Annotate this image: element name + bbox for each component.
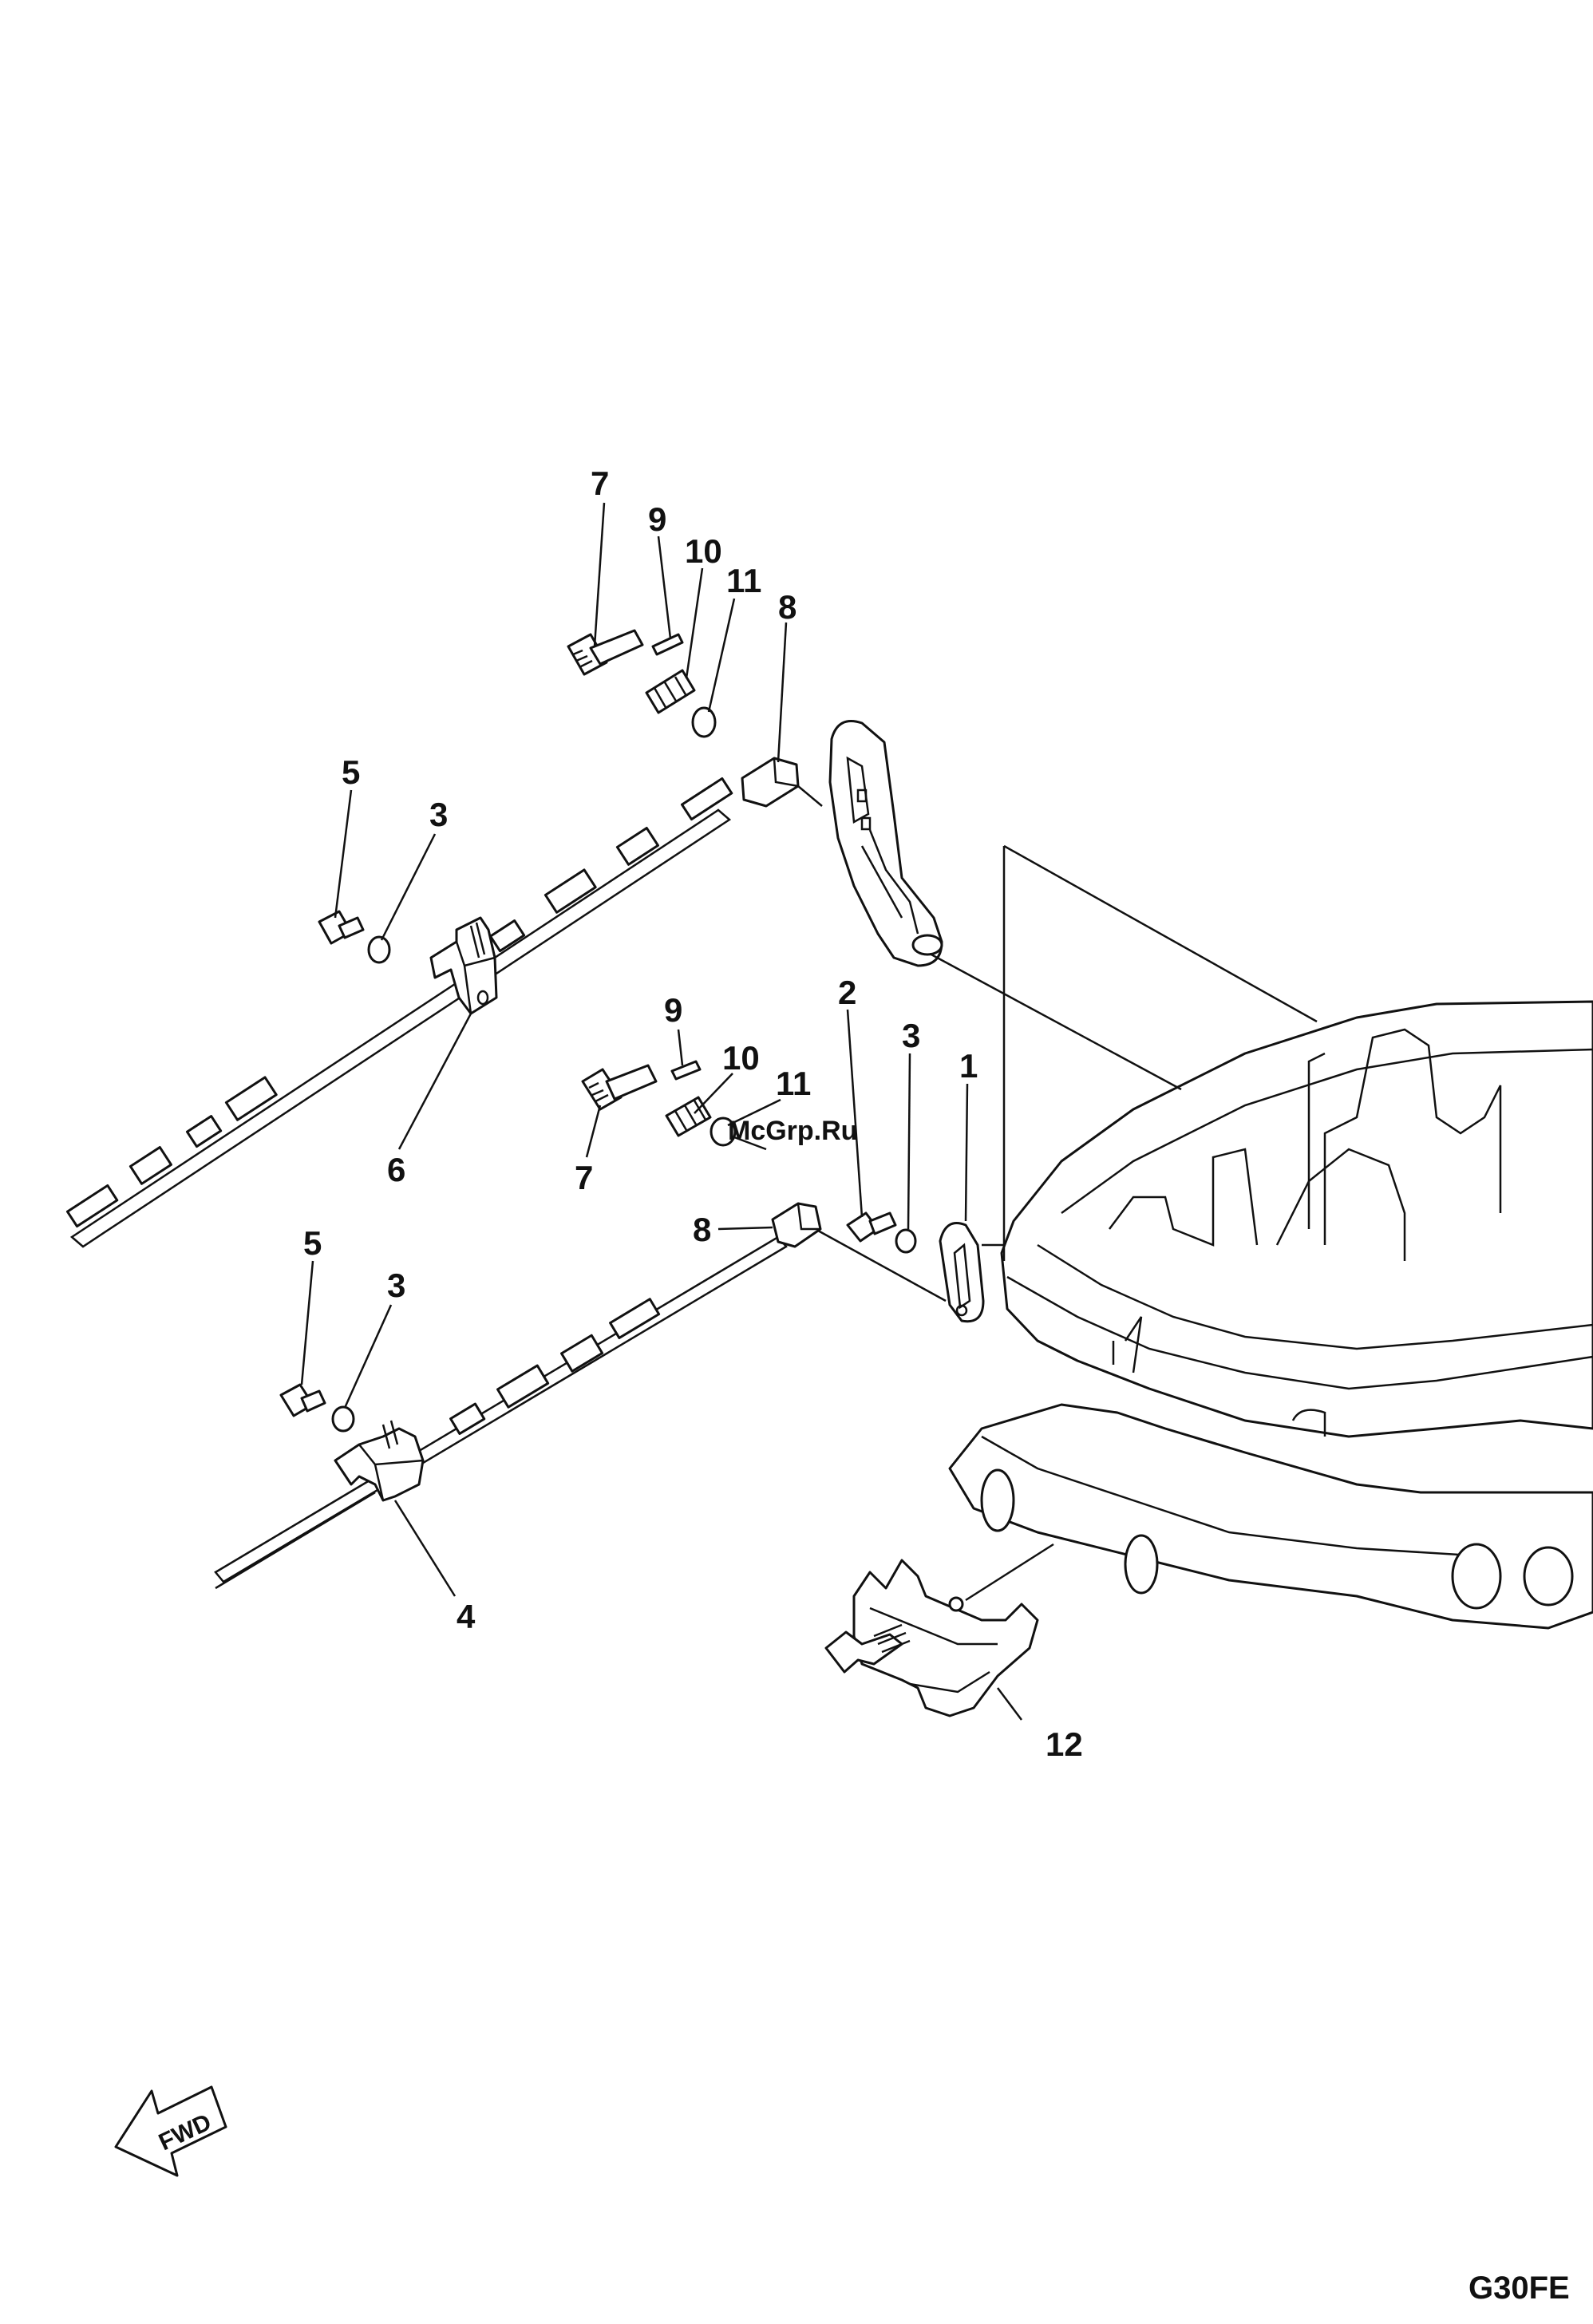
callout-4: 4 <box>457 1598 476 1635</box>
part-3-lower-washer <box>333 1407 354 1431</box>
callout-11-upper: 11 <box>726 562 761 599</box>
figure-code: G30FE <box>1468 2271 1570 2306</box>
part-11-upper-washer <box>693 708 715 737</box>
part-2-bolt <box>848 1213 895 1241</box>
part-8-lower-clevis <box>773 1204 820 1247</box>
callout-2: 2 <box>838 974 856 1011</box>
callout-10-lower: 10 <box>722 1039 760 1077</box>
part-3-mid-washer <box>896 1230 915 1252</box>
guide-line-lower <box>818 1231 946 1301</box>
part-12-clamp <box>826 1560 1038 1716</box>
fwd-arrow-icon: FWD <box>116 2087 226 2176</box>
callout-3-upper: 3 <box>429 796 448 833</box>
callout-5-lower: 5 <box>303 1224 322 1262</box>
part-3-upper-washer <box>369 937 389 962</box>
part-5-lower-bolt <box>281 1385 325 1416</box>
guide-line-diagonal <box>1004 846 1317 1022</box>
part-1-shift-link <box>940 1223 983 1322</box>
callout-7-lower: 7 <box>575 1159 593 1196</box>
callout-8-upper: 8 <box>778 588 796 626</box>
engine-cowling <box>1002 1002 1593 1437</box>
callout-9-lower: 9 <box>664 991 682 1029</box>
throttle-lever-bracket <box>830 721 942 966</box>
part-7-lower-bolt <box>583 1065 656 1109</box>
part-8-upper-clevis <box>742 758 822 806</box>
part-4-cable-bracket <box>335 1421 423 1500</box>
callout-8-lower: 8 <box>693 1211 711 1248</box>
callout-3-mid: 3 <box>902 1017 920 1054</box>
callout-7-upper: 7 <box>591 464 609 502</box>
callout-11-lower: 11 <box>776 1065 811 1102</box>
part-9-upper-pin <box>653 634 682 654</box>
callout-12: 12 <box>1046 1725 1083 1763</box>
callout-10-upper: 10 <box>685 532 722 570</box>
callout-1: 1 <box>959 1047 978 1085</box>
callout-5-upper: 5 <box>342 753 360 791</box>
part-9-lower-pin <box>672 1061 700 1079</box>
lower-mount-bracket <box>950 1405 1593 1628</box>
callout-9-upper: 9 <box>648 500 666 538</box>
callout-6: 6 <box>387 1151 405 1188</box>
guide-line-part12 <box>966 1544 1053 1600</box>
part-5-upper-bolt <box>319 911 363 943</box>
watermark-text: McGrp.Ru <box>728 1116 857 1146</box>
callout-3-lower: 3 <box>387 1267 405 1304</box>
part-7-upper-bolt <box>568 630 642 674</box>
